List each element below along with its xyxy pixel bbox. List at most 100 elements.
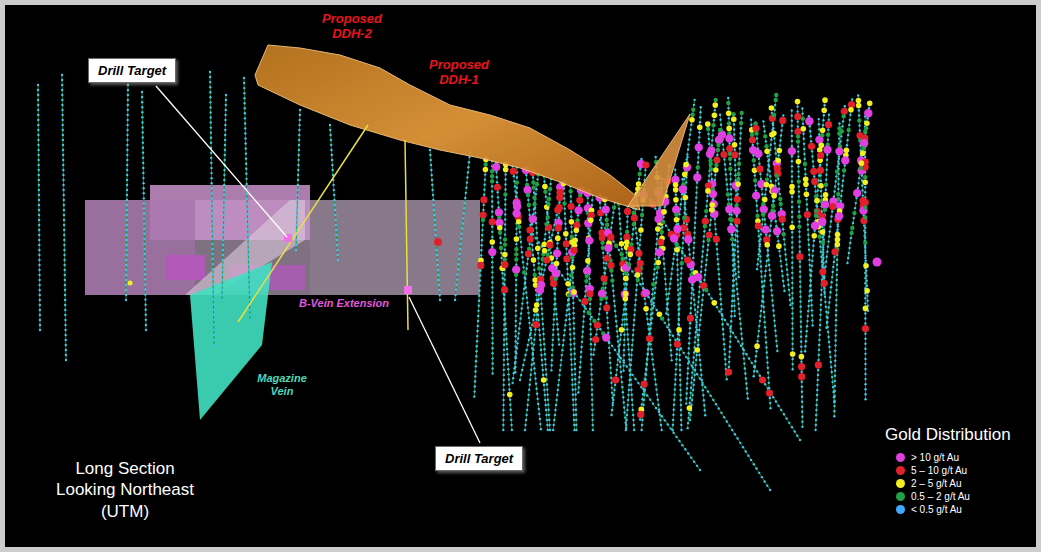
- sample-dot: [462, 217, 464, 219]
- sample-dot: [126, 149, 128, 151]
- sample-dot: [644, 174, 646, 176]
- sample-dot: [533, 197, 535, 199]
- sample-dot: [518, 327, 520, 329]
- sample-dot: [491, 322, 493, 324]
- sample-dot: [247, 233, 249, 235]
- sample-dot: [539, 334, 541, 336]
- sample-dot: [515, 243, 517, 245]
- sample-dot: [503, 299, 505, 301]
- sample-dot: [482, 209, 484, 211]
- sample-dot: [540, 273, 542, 275]
- sample-dot: [64, 289, 66, 291]
- sample-dot: [585, 280, 587, 282]
- sample-dot: [461, 232, 463, 234]
- sample-dot: [62, 144, 64, 146]
- sample-dot: [223, 204, 225, 206]
- drill-hole: [673, 157, 688, 430]
- sample-dot: [491, 362, 493, 364]
- sample-dot: [647, 352, 649, 354]
- sample-dot: [575, 419, 577, 421]
- sample-dot: [675, 363, 677, 365]
- sample-dot: [639, 244, 641, 246]
- sample-dot: [491, 281, 493, 283]
- sample-dot: [590, 338, 592, 340]
- sample-dot: [64, 334, 66, 336]
- sample-dot: [329, 124, 331, 126]
- sample-dot: [491, 236, 493, 238]
- sample-dot: [522, 261, 524, 263]
- sample-dot: [500, 247, 502, 249]
- sample-dot: [678, 308, 680, 310]
- drill-hole: [455, 152, 470, 300]
- sample-dot: [622, 364, 624, 366]
- sample-dot: [144, 253, 146, 255]
- sample-dot: [634, 309, 636, 311]
- sample-dot: [474, 375, 476, 377]
- sample-dot: [657, 399, 659, 401]
- sample-dot: [575, 414, 577, 416]
- sample-dot: [575, 429, 577, 431]
- sample-dot: [528, 209, 530, 211]
- sample-dot: [573, 414, 575, 416]
- sample-dot: [664, 283, 666, 285]
- sample-dot: [297, 189, 299, 191]
- sample-dot: [38, 184, 40, 186]
- sample-dot: [141, 126, 143, 128]
- sample-dot: [574, 358, 576, 360]
- sample-dot: [532, 254, 534, 256]
- sample-dot: [209, 76, 211, 78]
- sample-dot: [64, 319, 66, 321]
- sample-dot: [62, 139, 64, 141]
- sample-dot: [298, 129, 300, 131]
- sample-dot: [567, 278, 569, 280]
- sample-dot: [64, 324, 66, 326]
- sample-dot: [537, 319, 539, 321]
- sample-dot: [701, 379, 703, 381]
- sample-dot: [297, 179, 299, 181]
- sample-dot: [676, 269, 678, 271]
- sample-dot: [210, 182, 212, 184]
- sample-dot: [211, 197, 213, 199]
- drill-hole: [650, 200, 800, 440]
- sample-dot: [633, 212, 635, 214]
- sample-dot: [127, 109, 129, 111]
- sample-dot: [37, 129, 39, 131]
- sample-dot: [653, 368, 655, 370]
- sample-dot: [504, 188, 506, 190]
- sample-dot: [62, 194, 64, 196]
- sample-dot: [604, 203, 606, 205]
- sample-dot: [459, 243, 461, 245]
- sample-dot: [247, 263, 249, 265]
- sample-dot: [625, 424, 627, 426]
- sample-dot: [522, 297, 524, 299]
- sample-dot: [602, 288, 604, 290]
- sample-dot: [564, 222, 566, 224]
- sample-dot: [563, 334, 565, 336]
- sample-dot: [503, 319, 505, 321]
- sample-dot: [697, 339, 699, 341]
- sample-dot: [572, 282, 574, 284]
- sample-dot: [464, 197, 466, 199]
- sample-dot: [593, 348, 595, 350]
- sample-dot: [478, 305, 480, 307]
- sample-dot: [491, 266, 493, 268]
- sample-dot: [209, 106, 211, 108]
- sample-dot: [547, 409, 549, 411]
- sample-dot: [622, 370, 624, 372]
- sample-dot: [527, 399, 529, 401]
- sample-dot: [515, 330, 517, 332]
- sample-dot: [550, 364, 552, 366]
- sample-dot: [676, 338, 678, 340]
- sample-dot: [61, 84, 63, 86]
- sample-dot: [564, 228, 566, 230]
- sample-dot: [573, 342, 575, 344]
- sample-dot: [62, 149, 64, 151]
- sample-dot: [333, 189, 335, 191]
- sample-dot: [533, 367, 535, 369]
- sample-dot: [536, 178, 538, 180]
- sample-dot: [526, 263, 528, 265]
- sample-dot: [591, 419, 593, 421]
- sample-dot: [125, 259, 127, 261]
- drill-hole: [729, 113, 742, 372]
- sample-dot: [506, 343, 508, 345]
